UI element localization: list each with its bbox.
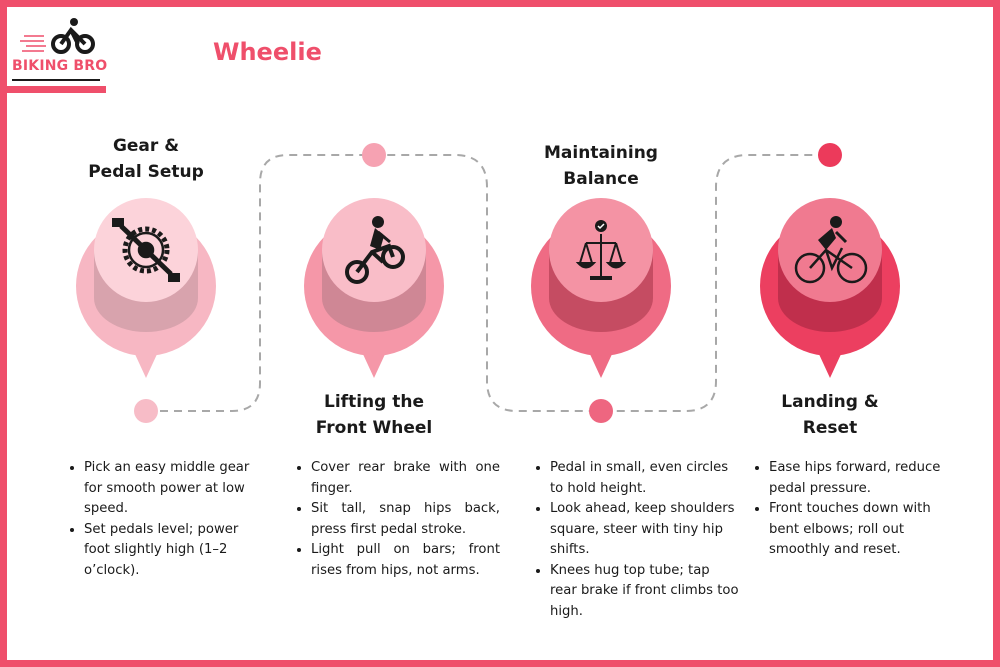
list-item: Ease hips forward, reduce pedal pressure… <box>769 458 959 499</box>
list-item: Light pull on bars; front rises from hip… <box>311 540 500 581</box>
crankset-icon <box>112 218 180 282</box>
step-title-3: Maintaining Balance <box>544 143 658 189</box>
step-4-bullets: Ease hips forward, reduce pedal pressure… <box>747 458 959 561</box>
step-pin-1 <box>76 198 216 378</box>
cyclist-icon <box>794 216 868 284</box>
dirt-bike-rider-icon <box>345 216 405 284</box>
list-item: Knees hug top tube; tap rear brake if fr… <box>550 561 740 623</box>
list-item: Look ahead, keep shoulders square, steer… <box>550 499 740 561</box>
step-1-bullets: Pick an easy middle gear for smooth powe… <box>62 458 266 581</box>
page-title: Wheelie <box>213 38 322 66</box>
step-3-bullets: Pedal in small, even circles to hold hei… <box>528 458 740 622</box>
connector-dot <box>362 143 386 167</box>
list-item: Pick an easy middle gear for smooth powe… <box>84 458 266 520</box>
step-title-4: Landing & Reset <box>781 392 879 438</box>
connector-dot <box>589 399 613 423</box>
list-item: Sit tall, snap hips back, press first pe… <box>311 499 500 540</box>
list-item: Cover rear brake with one finger. <box>311 458 500 499</box>
connector-dot <box>818 143 842 167</box>
step-pin-3 <box>531 198 671 378</box>
list-item: Set pedals level; power foot slightly hi… <box>84 520 266 582</box>
bike-logo-icon <box>20 18 95 54</box>
connector-path <box>146 154 830 412</box>
logo-text: BIKING BRO <box>12 58 108 74</box>
list-item: Front touches down with bent elbows; rol… <box>769 499 959 561</box>
connector-dot <box>134 399 158 423</box>
step-2-bullets: Cover rear brake with one finger. Sit ta… <box>289 458 500 581</box>
list-item: Pedal in small, even circles to hold hei… <box>550 458 740 499</box>
step-title-2: Lifting the Front Wheel <box>315 392 433 438</box>
step-pin-4 <box>760 198 900 378</box>
balance-scale-icon <box>575 220 627 280</box>
logo: BIKING BRO <box>0 0 108 93</box>
step-title-1: Gear & Pedal Setup <box>88 136 204 182</box>
